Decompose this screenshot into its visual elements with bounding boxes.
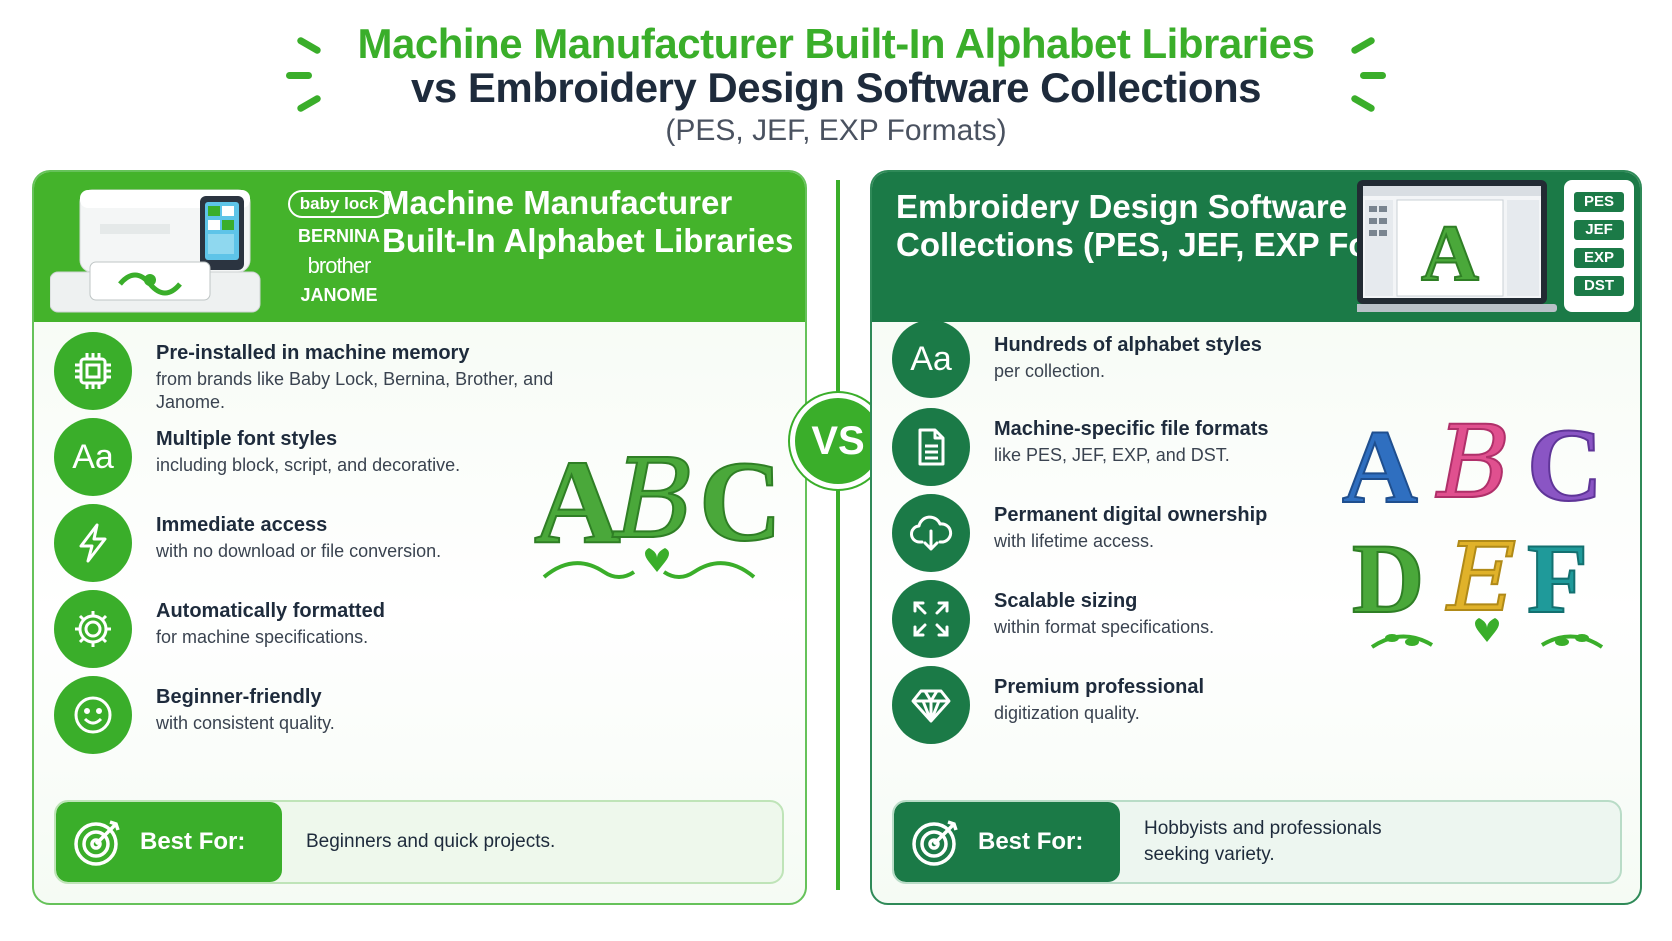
feature-title: Multiple font styles [156, 428, 338, 450]
feature-desc: within format specifications. [994, 617, 1215, 637]
screen-letter: A [1421, 210, 1479, 298]
feature-title: Immediate access [156, 514, 328, 536]
best-for-label: Best For: [140, 828, 246, 855]
left-panel-title: Machine Manufacturer Built-In Alphabet L… [382, 184, 793, 260]
feature-title: Pre-installed in machine memory [156, 342, 470, 364]
feature-title: Scalable sizing [994, 590, 1138, 612]
feature-desc: with no download or file conversion. [156, 541, 442, 561]
format-tags: PES JEF EXP DST [1572, 190, 1626, 302]
decor-letter: D [1352, 523, 1424, 634]
embroidered-letters-decor: A B C [534, 434, 783, 579]
feature-desc: digitization quality. [994, 703, 1140, 723]
decor-dash [286, 72, 312, 79]
chip-icon [54, 332, 132, 410]
diamond-icon [892, 666, 970, 744]
decor-letter: B [1435, 404, 1511, 521]
page-subtitle: (PES, JEF, EXP Formats) [665, 114, 1007, 147]
brand-babylock: baby lock [287, 190, 391, 218]
feature-title: Permanent digital ownership [994, 504, 1268, 526]
laptop-software-icon: A [1357, 180, 1557, 312]
feature-title: Automatically formatted [156, 600, 385, 622]
decor-letter: E [1445, 523, 1516, 633]
right-panel-title-line1: Embroidery Design Software [896, 188, 1348, 225]
format-tag-exp: EXP [1572, 246, 1626, 270]
right-panel: Embroidery Design Software Collections (… [870, 170, 1642, 905]
left-panel-title-line1: Machine Manufacturer [382, 184, 733, 221]
decor-letter: F [1527, 523, 1588, 634]
best-for-box: Best For: Beginners and quick projects. [54, 800, 784, 884]
feature-item: Immediate access with no download or fil… [54, 504, 554, 584]
best-for-tab: Best For: [56, 802, 282, 882]
feature-item: Premium professional digitization qualit… [892, 666, 1392, 746]
feature-desc: per collection. [994, 361, 1106, 381]
brand-janome: JANOME [300, 285, 378, 305]
feature-desc: like PES, JEF, EXP, and DST. [994, 445, 1230, 465]
sewing-machine-icon [50, 189, 261, 313]
heart-icon [1475, 618, 1499, 642]
lightning-icon [54, 504, 132, 582]
format-tag-jef: JEF [1572, 218, 1626, 242]
font-aa-icon-text: Aa [910, 339, 952, 378]
center-divider [836, 180, 840, 890]
left-panel-header: baby lock BERNINA brother JANOME Machine… [34, 172, 805, 322]
decor-letter: C [1527, 406, 1603, 523]
format-tag-pes: PES [1572, 190, 1626, 214]
brand-bernina: BERNINA [297, 226, 380, 246]
cloud-download-icon [892, 494, 970, 572]
feature-item: Beginner-friendly with consistent qualit… [54, 676, 554, 756]
feature-desc: for machine specifications. [156, 627, 369, 647]
decor-letter: A [534, 435, 621, 568]
gear-icon [54, 590, 132, 668]
feature-desc: from brands like Baby Lock, Bernina, Bro… [156, 369, 554, 412]
brand-logos: baby lock BERNINA brother JANOME [274, 190, 404, 312]
decor-letter: A [1342, 408, 1418, 525]
best-for-tab: Best For: [894, 802, 1120, 882]
decor-letter: C [699, 438, 782, 565]
smiley-icon [54, 676, 132, 754]
feature-title: Beginner-friendly [156, 686, 322, 708]
font-aa-icon: Aa [54, 418, 132, 496]
best-for-box: Best For: Hobbyists and professionals se… [892, 800, 1622, 884]
font-aa-icon: Aa [892, 320, 970, 398]
feature-title: Machine-specific file formats [994, 418, 1269, 440]
feature-item: Aa Multiple font styles including block,… [54, 418, 554, 498]
embroidered-letters-decor: A B C D E F [1342, 403, 1604, 649]
brand-brother: brother [307, 253, 372, 278]
feature-item: Machine-specific file formats like PES, … [892, 408, 1392, 488]
target-icon [912, 820, 958, 866]
feature-title: Hundreds of alphabet styles [994, 334, 1262, 356]
left-panel: baby lock BERNINA brother JANOME Machine… [32, 170, 807, 905]
heart-icon [645, 548, 669, 572]
file-icon [892, 408, 970, 486]
target-icon [74, 820, 120, 866]
feature-item: Pre-installed in machine memory from bra… [54, 332, 554, 412]
decor-letter: B [612, 435, 695, 563]
page-title: Machine Manufacturer Built-In Alphabet L… [357, 20, 1315, 67]
feature-desc: with consistent quality. [156, 713, 335, 733]
font-aa-icon-text: Aa [72, 437, 114, 476]
left-panel-title-line2: Built-In Alphabet Libraries [382, 222, 794, 259]
feature-item: Automatically formatted for machine spec… [54, 590, 554, 670]
best-for-text: Beginners and quick projects. [306, 831, 556, 852]
best-for-text: Hobbyists and professionals seeking vari… [1144, 818, 1382, 865]
feature-desc: including block, script, and decorative. [156, 455, 461, 475]
page-title-line2: vs Embroidery Design Software Collection… [410, 64, 1262, 111]
page-header: Machine Manufacturer Built-In Alphabet L… [0, 0, 1672, 160]
feature-item: Permanent digital ownership with lifetim… [892, 494, 1392, 574]
feature-item: Aa Hundreds of alphabet styles per colle… [892, 320, 1392, 400]
feature-title: Premium professional [994, 676, 1205, 698]
feature-desc: with lifetime access. [994, 531, 1155, 551]
expand-icon [892, 580, 970, 658]
right-panel-header: Embroidery Design Software Collections (… [872, 172, 1640, 322]
format-tag-dst: DST [1572, 274, 1626, 298]
decor-dash [1360, 72, 1386, 79]
best-for-label: Best For: [978, 828, 1084, 855]
feature-item: Scalable sizing within format specificat… [892, 580, 1392, 660]
